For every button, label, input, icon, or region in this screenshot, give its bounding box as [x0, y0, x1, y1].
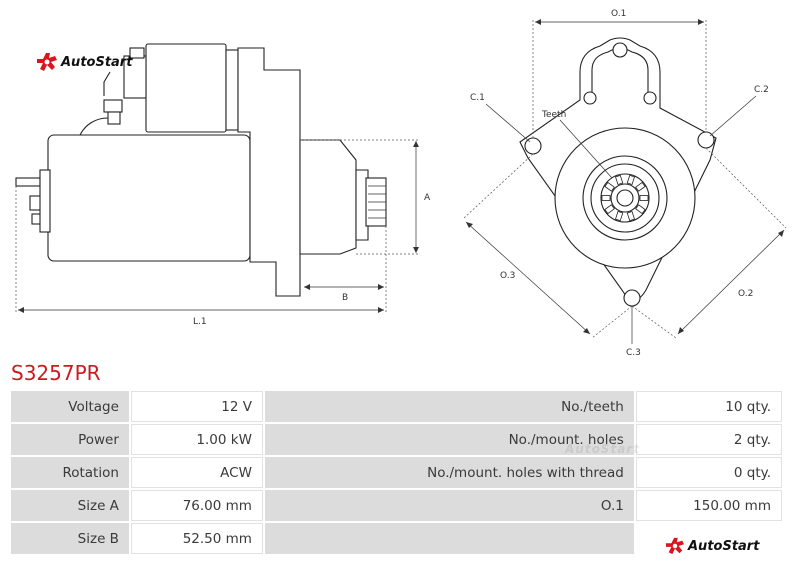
table-row: Rotation ACW No./mount. holes with threa…	[11, 457, 782, 488]
gear-tooth	[635, 181, 646, 192]
callout-c1: C.1	[470, 93, 485, 103]
gear-tooth	[601, 195, 611, 201]
spec-value: 12 V	[130, 391, 263, 422]
solenoid	[145, 43, 227, 133]
terminal-stud	[107, 111, 121, 125]
spec-value: 52.50 mm	[130, 523, 263, 554]
gear-tooth	[635, 204, 646, 215]
gear-tooth	[615, 210, 624, 222]
dimension-a-label: A	[424, 193, 431, 203]
spec-value: ACW	[130, 457, 263, 488]
brand-watermark: AutoStart	[565, 442, 640, 456]
spec-label: Voltage	[11, 391, 129, 422]
table-row: Power 1.00 kW No./mount. holes 2 qty.	[11, 424, 782, 455]
terminal-nut	[129, 47, 145, 59]
dimension-o2-label: O.2	[738, 289, 753, 299]
callout-c2: C.2	[754, 85, 769, 95]
gear-tooth	[604, 181, 615, 192]
gear-tooth	[639, 195, 649, 201]
mount-hole-c3	[623, 289, 641, 307]
callout-teeth: Teeth	[541, 110, 566, 120]
end-cap	[39, 169, 51, 233]
autostart-logo-icon	[37, 53, 57, 71]
gear-tooth	[615, 174, 624, 186]
spec-value: 10 qty.	[635, 391, 782, 422]
spec-label: Rotation	[11, 457, 129, 488]
solenoid-cap	[225, 49, 239, 131]
callout-c3: C.3	[626, 348, 641, 358]
side-hole	[583, 91, 597, 105]
front-view: O.1 O.3 O.2 C.1 C.2 C.3 Teeth	[463, 9, 787, 358]
dimension-o3-label: O.3	[500, 271, 515, 281]
part-number: S3257PR	[11, 361, 101, 385]
mount-hole-c1	[524, 137, 542, 155]
spec-label: Power	[11, 424, 129, 455]
table-row: Voltage 12 V No./teeth 10 qty.	[11, 391, 782, 422]
technical-drawing: A B L.1 O.1	[15, 9, 787, 358]
spec-logo-cell	[635, 523, 782, 554]
brand-logo: AutoStart	[36, 52, 132, 72]
spec-label: No./mount. holes with thread	[264, 457, 634, 488]
spec-table: Voltage 12 V No./teeth 10 qty. Power 1.0…	[9, 389, 784, 556]
spec-label-empty	[264, 523, 634, 554]
terminal-nut	[103, 99, 123, 113]
dimension-o3-line	[465, 221, 591, 335]
gear-teeth	[601, 174, 649, 222]
rear-stud	[15, 177, 41, 187]
brand-logo-footer: AutoStart	[665, 537, 759, 555]
side-view: A B L.1	[15, 43, 431, 327]
spec-value: 1.00 kW	[130, 424, 263, 455]
autostart-logo-icon	[666, 537, 684, 555]
top-hole	[612, 42, 628, 58]
spec-value: 2 qty.	[635, 424, 782, 455]
spec-label: Size A	[11, 490, 129, 521]
brand-name: AutoStart	[61, 54, 133, 70]
wire	[103, 71, 111, 96]
spec-label: No./teeth	[264, 391, 634, 422]
dimension-b-label: B	[342, 293, 348, 303]
spec-value: 0 qty.	[635, 457, 782, 488]
table-row: Size B 52.50 mm	[11, 523, 782, 554]
dimension-o2-line	[677, 229, 785, 335]
mounting-flange	[237, 47, 301, 297]
spec-value: 76.00 mm	[130, 490, 263, 521]
spec-label: O.1	[264, 490, 634, 521]
wire	[79, 117, 109, 136]
motor-body	[47, 134, 251, 262]
pinion-hub	[355, 169, 369, 241]
gear-tooth	[604, 204, 615, 215]
gear-tooth	[626, 210, 635, 222]
dimension-l1-label: L.1	[193, 317, 207, 327]
drive-nose	[299, 139, 357, 255]
brand-name: AutoStart	[688, 538, 760, 554]
table-row: Size A 76.00 mm O.1 150.00 mm	[11, 490, 782, 521]
spec-label: Size B	[11, 523, 129, 554]
spec-label: No./mount. holes	[264, 424, 634, 455]
spec-value: 150.00 mm	[635, 490, 782, 521]
dimension-o1-label: O.1	[611, 9, 626, 19]
side-hole	[643, 91, 657, 105]
gear-tooth	[626, 174, 635, 186]
